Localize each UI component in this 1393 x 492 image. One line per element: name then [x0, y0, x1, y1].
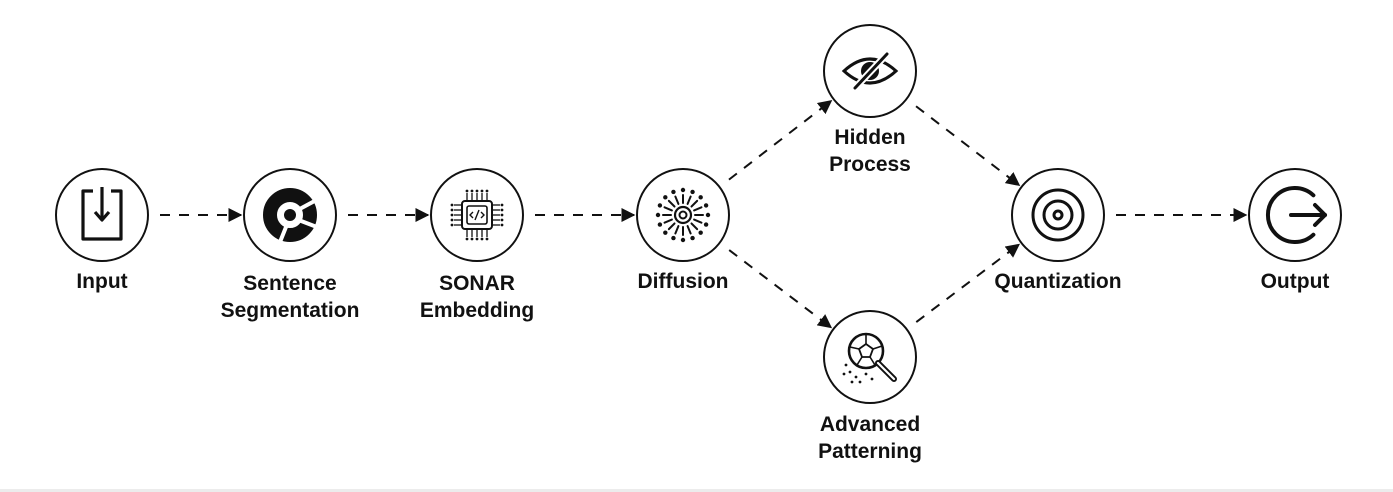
download-tray-icon — [81, 187, 123, 241]
node-label-diffusion: Diffusion — [638, 268, 729, 295]
node-label-line: Output — [1260, 270, 1330, 293]
bottom-divider — [0, 489, 1393, 492]
arrow-diffusion-to-advanced-patterning — [728, 249, 833, 329]
node-label-line: Hidden — [834, 126, 906, 149]
node-label-quantization: Quantization — [994, 268, 1121, 295]
node-label-sonar-embedding: SONAR Embedding — [420, 270, 534, 324]
magnifier-pattern-icon — [842, 332, 897, 384]
radial-burst-icon — [655, 187, 711, 243]
node-hidden-process — [823, 24, 917, 118]
code-chip-icon — [450, 189, 504, 241]
node-sonar-embedding — [430, 168, 524, 262]
eye-slash-icon — [841, 51, 899, 91]
node-output — [1248, 168, 1342, 262]
node-sentence-segmentation — [243, 168, 337, 262]
node-label-output: Output — [1261, 268, 1330, 295]
node-advanced-patterning — [823, 310, 917, 404]
concentric-target-icon — [1031, 188, 1085, 242]
edges-layer — [160, 100, 1248, 329]
exit-arrow-icon — [1266, 186, 1327, 244]
segmented-ring-icon — [263, 188, 323, 248]
node-label-line: Input — [76, 270, 128, 293]
node-label-line: Embedding — [419, 299, 535, 322]
node-input — [55, 168, 149, 262]
node-label-line: Process — [829, 153, 911, 176]
node-diffusion — [636, 168, 730, 262]
node-label-line: Quantization — [994, 270, 1122, 293]
node-circle — [636, 168, 730, 262]
node-label-line: SONAR — [439, 272, 515, 295]
arrow-diffusion-to-hidden-process — [728, 100, 833, 181]
node-label-line: Diffusion — [637, 270, 729, 293]
node-label-line: Sentence — [243, 272, 337, 295]
node-circle — [1011, 168, 1105, 262]
arrow-hidden-process-to-quantization — [915, 105, 1021, 187]
node-label-line: Advanced — [819, 413, 921, 436]
node-label-line: Segmentation — [220, 299, 360, 322]
nodes-layer — [55, 24, 1342, 404]
node-quantization — [1011, 168, 1105, 262]
node-label-line: Patterning — [818, 440, 922, 463]
arrow-advanced-patterning-to-quantization — [915, 243, 1021, 323]
node-label-input: Input — [76, 268, 127, 295]
